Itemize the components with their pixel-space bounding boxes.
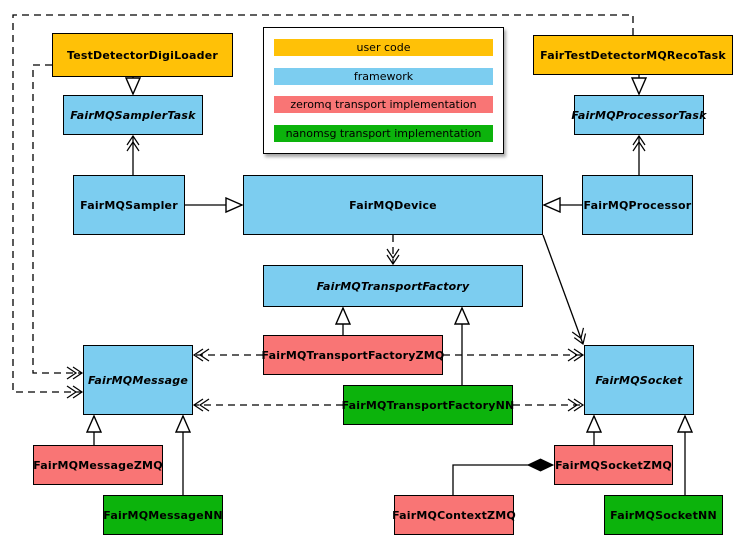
class-box-TestDetectorDigiLoader: TestDetectorDigiLoader	[52, 33, 233, 77]
class-label: FairMQProcessorTask	[571, 108, 707, 122]
class-label: FairMQSocketNN	[610, 508, 717, 522]
class-box-FairMQMessageNN: FairMQMessageNN	[103, 495, 223, 535]
legend-item-nanomsg: nanomsg transport implementation	[274, 124, 493, 142]
class-box-FairMQTransportFactoryNN: FairMQTransportFactoryNN	[341, 385, 515, 425]
class-label: FairMQMessageNN	[103, 508, 223, 522]
legend-label: user code	[356, 41, 411, 55]
class-box-FairMQSocketZMQ: FairMQSocketZMQ	[554, 445, 673, 485]
class-box-FairMQSampler: FairMQSampler	[73, 175, 185, 235]
class-label: FairMQSamplerTask	[70, 108, 196, 122]
class-box-FairMQTransportFactoryZMQ: FairMQTransportFactoryZMQ	[261, 335, 445, 375]
legend-item-framework: framework	[274, 67, 493, 85]
legend-item-zeromq: zeromq transport implementation	[274, 96, 493, 114]
legend: user code framework zeromq transport imp…	[263, 27, 504, 154]
class-box-FairTestDetectorMQRecoTask: FairTestDetectorMQRecoTask	[533, 35, 733, 75]
class-label: FairMQTransportFactoryZMQ	[261, 348, 445, 362]
class-label: FairMQProcessor	[583, 198, 692, 212]
class-label: FairMQDevice	[349, 198, 437, 212]
legend-label: nanomsg transport implementation	[285, 126, 482, 140]
class-label: FairMQSocketZMQ	[555, 458, 672, 472]
class-box-FairMQSamplerTask: FairMQSamplerTask	[63, 95, 203, 135]
edge-TestDetectorDigiLoader--FairMQMessage	[32, 64, 84, 380]
legend-item-user-code: user code	[274, 39, 493, 57]
class-label: FairMQTransportFactoryNN	[341, 398, 515, 412]
class-label: FairTestDetectorMQRecoTask	[540, 48, 726, 62]
class-box-FairMQContextZMQ: FairMQContextZMQ	[392, 495, 516, 535]
class-box-FairMQMessageZMQ: FairMQMessageZMQ	[33, 445, 163, 485]
edge-FairMQContextZMQ--FairMQSocketZMQ	[452, 465, 553, 495]
class-box-FairMQProcessor: FairMQProcessor	[582, 175, 693, 235]
class-label: FairMQContextZMQ	[392, 508, 516, 522]
class-label: FairMQSocket	[595, 373, 683, 387]
legend-label: framework	[353, 69, 414, 83]
class-box-FairMQTransportFactory: FairMQTransportFactory	[263, 265, 523, 307]
edge-FairTestDetectorMQRecoTask--FairMQMessage	[12, 14, 634, 399]
class-label: TestDetectorDigiLoader	[66, 48, 219, 62]
class-label: FairMQMessage	[87, 373, 189, 387]
class-box-FairMQProcessorTask: FairMQProcessorTask	[571, 95, 707, 135]
edge-FairMQDevice--FairMQSocket	[542, 234, 587, 346]
class-label: FairMQMessageZMQ	[33, 458, 163, 472]
class-label: FairMQTransportFactory	[316, 279, 470, 293]
class-box-FairMQSocketNN: FairMQSocketNN	[604, 495, 723, 535]
class-box-FairMQDevice: FairMQDevice	[243, 175, 543, 235]
class-box-FairMQMessage: FairMQMessage	[83, 345, 193, 415]
class-box-FairMQSocket: FairMQSocket	[584, 345, 694, 415]
class-label: FairMQSampler	[80, 198, 178, 212]
legend-label: zeromq transport implementation	[290, 98, 477, 112]
